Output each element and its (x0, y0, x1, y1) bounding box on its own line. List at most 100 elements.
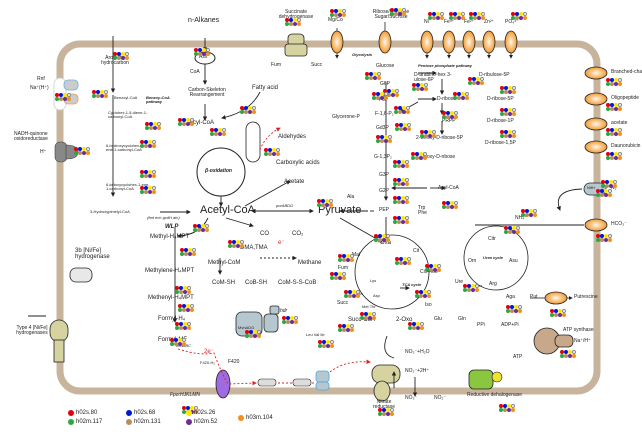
mgco-label: Mg/Co (328, 17, 343, 23)
genome-presence-cluster (194, 48, 210, 56)
legend-item: h02m.131 (126, 419, 161, 425)
genome-presence-cluster (606, 103, 622, 111)
genome-presence-cluster (394, 106, 410, 114)
genome-presence-cluster (521, 209, 537, 217)
formyl-h4-label: Formyl-H₄ (158, 316, 186, 322)
transporter-daunorubicin (584, 140, 608, 154)
transporter-fe3 (442, 30, 456, 59)
genome-presence-cluster (338, 254, 354, 262)
cob-sh-label: CoB-SH (245, 280, 268, 286)
succinate-dh-label: Succinate dehydrogenase (278, 9, 314, 20)
succ-label: Succ (337, 300, 349, 306)
genome-presence-cluster (463, 284, 479, 292)
genome-presence-cluster (365, 72, 381, 80)
g2p-label: G2P (379, 188, 390, 194)
genome-presence-cluster (55, 93, 71, 101)
nitrate-reductase-complex (371, 364, 401, 402)
nadh-quinone-label: NADH-quinone oxidoreductase (14, 131, 48, 142)
cyclohex-diene-label: Cyclohex-1,5-diene-1-carbonyl-CoA (108, 110, 148, 119)
genome-presence-cluster (317, 199, 333, 207)
legend-label: h03m.104 (246, 415, 273, 421)
methylene-h4mpt-label: Methylene-H₄MPT (145, 268, 195, 274)
transporter-oligopeptide (584, 92, 608, 106)
legend-label: h02s.68 (134, 410, 156, 416)
genome-presence-cluster (449, 12, 465, 20)
genome-presence-cluster (500, 86, 516, 94)
methenyl-h4mpt-label: Methenyl-H₄MPT (148, 295, 194, 301)
adp-pi-label: ADP+Pi (501, 322, 519, 328)
citr-label: Citr (488, 236, 496, 242)
fe3-label: Fe³⁺ (444, 19, 455, 25)
type4-label: Type 4 [Ni/Fe] hydrogenases (16, 325, 48, 336)
genome-presence-cluster (601, 180, 617, 188)
legend-item: h02m.117 (68, 419, 102, 425)
no3-out-label: NO₃⁻ (405, 395, 418, 401)
two-e-label: 2e⁻ (204, 349, 214, 355)
etf-oxidoreductase (245, 121, 261, 163)
cit-label: Cit (413, 248, 420, 254)
hydroxy-label: 6-hydroxycyclohex-1-ene-1-carbonyl-CoA (106, 143, 145, 152)
genome-presence-cluster (240, 106, 256, 114)
deoxy-label: 2-Deoxy-D-nbose (416, 154, 456, 160)
co-label: CO (260, 231, 269, 237)
genome-presence-cluster (428, 12, 444, 20)
lys-label: Lys (370, 278, 377, 283)
methane-label: Methane (298, 260, 322, 266)
arg-label: Arg (489, 281, 497, 287)
urea-label: Urea cycle (483, 255, 504, 260)
carboxylic-label: Carboxylic acids (276, 160, 320, 166)
genome-presence-cluster (415, 290, 431, 298)
legend-item: h02s.80 (68, 410, 97, 416)
deoxy5p-label: 2-Deoxy-D-ribose-5P (416, 135, 463, 141)
iso-label: Iso (425, 302, 432, 308)
genome-presence-cluster (228, 240, 244, 248)
ppi-label: PPi (477, 322, 485, 328)
transporter-ribose (378, 22, 392, 54)
mal-label: Mal (352, 252, 361, 258)
h-plus-label: H⁺ (40, 149, 47, 155)
ketocyclo-label: 6-ketoxycyclohex-1-ene-1-carbonyl-CoA (106, 182, 150, 191)
prpp-label: PRPP (442, 118, 456, 124)
legend-label: h02s.80 (76, 410, 98, 416)
legend-swatch (68, 419, 74, 425)
genome-presence-cluster (395, 123, 411, 131)
f6p-label: F6P (379, 97, 389, 103)
urea-cycle-circle (463, 225, 529, 291)
daunorubicin-label: Daunorubicin (611, 143, 641, 149)
e-minus-label: e⁻ (278, 240, 285, 246)
genome-presence-cluster (469, 12, 485, 20)
genome-presence-cluster (264, 148, 280, 156)
reductive-dehalogenase-label: Reductive dehalogenase (467, 392, 523, 398)
mvhadg-label: MvhADG (238, 325, 255, 330)
genome-presence-cluster (378, 408, 394, 416)
acyl-coa-label: Acyl-CoA (189, 120, 215, 126)
fatty-acid-label: Fatty acid (252, 85, 279, 91)
genome-presence-cluster (596, 234, 612, 242)
com-s-s-cob-label: CoM-S-S-CoB (278, 280, 317, 286)
po4-label: PO₄³⁻ (505, 19, 519, 25)
carbon-skeleton-label: Carbon-Skeleton Rearrangement (188, 87, 226, 98)
genome-presence-cluster (408, 322, 424, 330)
genome-presence-cluster (453, 92, 469, 100)
nitrate-reductase-label: Nitrate reductase (373, 399, 395, 410)
atp-synthase-label: ATP synthase (563, 327, 594, 333)
ure-label: Ure (455, 279, 464, 285)
two-oxo-label: 2-Oxo (396, 317, 413, 323)
fed-ech-label: (fed ech gcdH atc) (147, 215, 180, 220)
f16p-label: F-1,6-P₂ (375, 111, 394, 117)
genome-presence-cluster (318, 340, 334, 348)
methyl-h4mpt-label: Methyl-H₄MPT (150, 234, 190, 240)
pep-label: PEP (379, 207, 390, 213)
transporter-po4 (504, 30, 518, 59)
nh4-label: NH₄⁺ (515, 215, 527, 221)
tca-label: TCA cycle (402, 282, 422, 287)
legend-label: h02m.117 (76, 419, 103, 425)
oxa-label: Oxa (380, 240, 392, 246)
asp-label: Asp (373, 293, 380, 298)
succinate-dh-complex (284, 33, 308, 57)
putrescine-label: Putrescine (574, 294, 598, 300)
succ-coa-label: Succ-CoA (348, 317, 376, 323)
legend-swatch (186, 419, 192, 425)
